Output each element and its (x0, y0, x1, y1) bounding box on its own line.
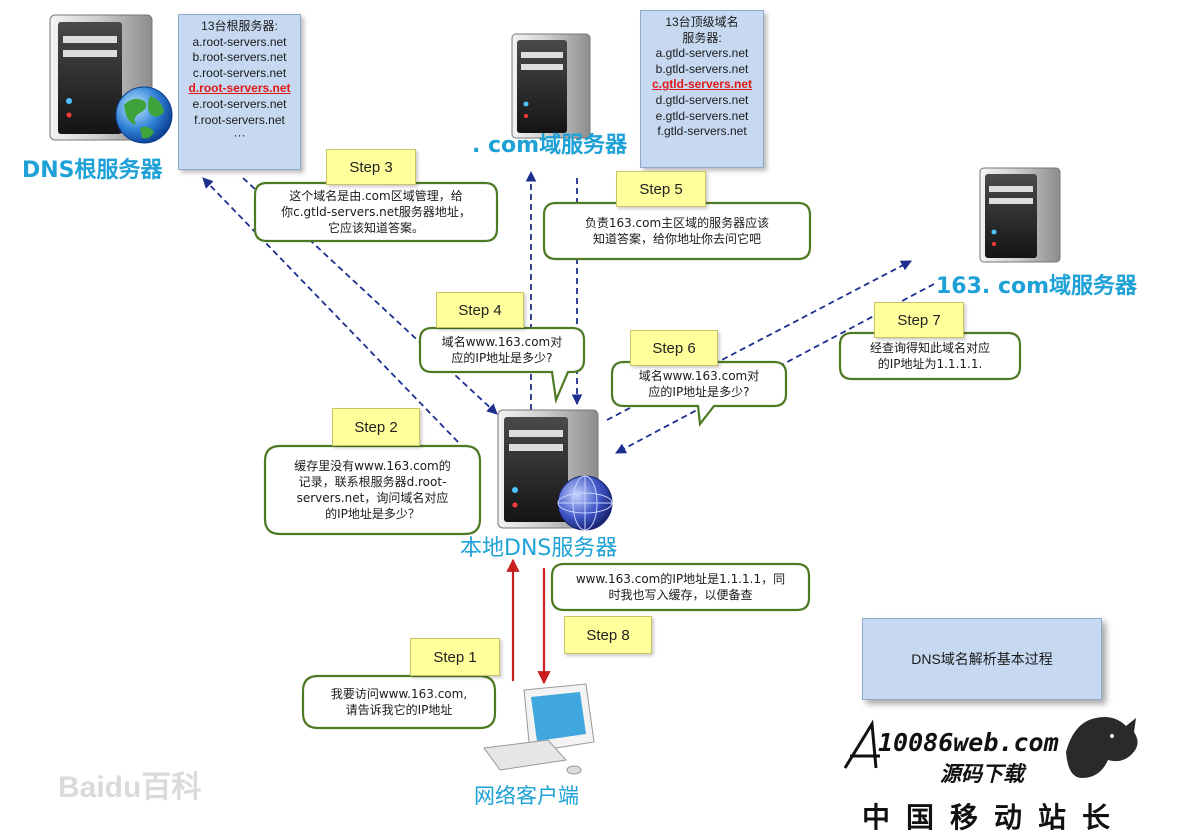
gtld-list-item-highlight: c.gtld-servers.net (651, 77, 753, 92)
rhino-logo-icon (1066, 717, 1138, 778)
client-label: 网络客户端 (474, 784, 579, 808)
bubble-step-5: 负责163.com主区域的服务器应该 知道答案，给你地址你去问它吧 (584, 216, 770, 246)
diagram-title-box: DNS域名解析基本过程 (862, 618, 1102, 700)
com-server-icon (511, 33, 591, 139)
client-arrows (506, 558, 551, 685)
root-list-item: b.root-servers.net (192, 50, 287, 65)
step-4-label: Step 4 (436, 292, 524, 328)
s163-server-icon (979, 167, 1061, 263)
s163-server-label: 163. com域服务器 (936, 274, 1138, 299)
gtld-list-heading: 13台顶级域名 (665, 15, 739, 29)
site-watermark: 10086web.com (878, 728, 1059, 757)
site-watermark-sub: 源码下载 (940, 762, 1024, 786)
baidu-watermark: Baidu百科 (58, 771, 202, 804)
root-list-heading: 13台根服务器: (201, 19, 278, 33)
bubble-outlines (253, 181, 1022, 730)
bubble-step-7: 经查询得知此域名对应 的IP地址为1.1.1.1. (869, 341, 990, 371)
bubble-step-1: 我要访问www.163.com, 请告诉我它的IP地址 (330, 687, 468, 717)
root-list-item: a.root-servers.net (192, 34, 287, 49)
globe-icon (115, 86, 173, 144)
step-1-label: Step 1 (410, 638, 500, 676)
bubble-shape-4 (418, 326, 586, 405)
root-list-ellipsis: ··· (233, 128, 246, 143)
bubble-step-6: 域名www.163.com对 应的IP地址是多少? (638, 369, 760, 399)
gtld-list-item: b.gtld-servers.net (655, 61, 749, 76)
bubble-shape-2 (263, 444, 482, 536)
bubble-step-3: 这个域名是由.com区域管理，给 你c.gtld-servers.net服务器地… (281, 189, 471, 235)
bubble-step-2: 缓存里没有www.163.com的 记录，联系根服务器d.root- serve… (294, 459, 451, 521)
root-list-item: c.root-servers.net (192, 65, 287, 80)
root-list-item: e.root-servers.net (192, 96, 287, 111)
gtld-list-item: f.gtld-servers.net (657, 124, 747, 139)
step-7-label: Step 7 (874, 302, 964, 338)
site-watermark-cn: 中国移动站长 (862, 801, 1127, 834)
gtld-list-item: a.gtld-servers.net (655, 46, 749, 61)
step-2-label: Step 2 (332, 408, 420, 446)
bubble-shape-1 (301, 674, 497, 730)
local-dns-label: 本地DNS服务器 (460, 536, 618, 561)
bubble-shape-7 (838, 331, 1022, 381)
root-list-item-highlight: d.root-servers.net (188, 81, 291, 96)
bubble-step-8: www.163.com的IP地址是1.1.1.1，同 时我也写入缓存，以便备查 (575, 572, 786, 602)
gtld-list-item: d.gtld-servers.net (655, 92, 749, 107)
arrow-local-to-root (202, 177, 459, 443)
root-list-item: f.root-servers.net (194, 112, 285, 127)
bubble-shape-6 (610, 360, 788, 427)
gtld-server-list: 13台顶级域名 服务器: a.gtld-servers.net b.gtld-s… (640, 10, 764, 168)
bubble-step-4: 域名www.163.com对 应的IP地址是多少? (441, 335, 563, 365)
bubble-shape-8 (550, 562, 811, 612)
arrow-root-to-local (242, 177, 498, 415)
gtld-list-item: e.gtld-servers.net (655, 108, 749, 123)
bubble-shape-5 (542, 201, 812, 261)
network-globe-icon (557, 475, 613, 531)
bubble-shape-3 (253, 181, 499, 243)
step-8-label: Step 8 (564, 616, 652, 654)
root-server-label: DNS根服务器 (22, 158, 163, 183)
step-3-label: Step 3 (326, 149, 416, 185)
step-6-label: Step 6 (630, 330, 718, 366)
client-computer-icon (483, 683, 595, 775)
root-server-list: 13台根服务器: a.root-servers.net b.root-serve… (178, 14, 301, 170)
a-letter-logo-icon (843, 719, 880, 769)
com-server-label: . com域服务器 (472, 133, 628, 158)
step-5-label: Step 5 (616, 171, 706, 207)
arrow-local-to-163 (606, 260, 912, 421)
gtld-list-heading: 服务器: (682, 30, 722, 45)
